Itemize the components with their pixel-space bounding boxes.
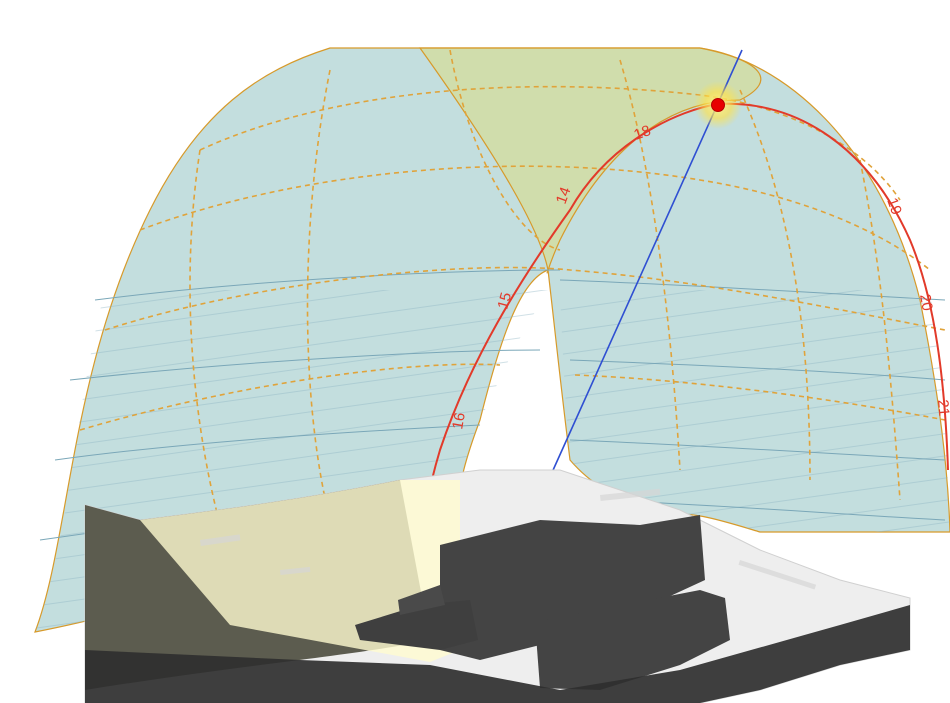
dashed-grid — [79, 49, 946, 561]
hour-label-20: 20 — [916, 293, 936, 312]
terrain-base — [85, 605, 910, 703]
hour-label-16: 16 — [449, 411, 469, 430]
summer-band — [418, 47, 762, 274]
hour-label-14: 14 — [553, 185, 575, 206]
building-left — [355, 600, 478, 650]
building-main — [440, 515, 705, 660]
building-lower — [535, 590, 730, 690]
sun-marker[interactable] — [711, 98, 725, 112]
hour-label-18: 18 — [632, 122, 653, 144]
hour-label-21: 21 — [934, 399, 950, 417]
sun-arc-right — [717, 102, 949, 471]
building-step — [398, 585, 445, 615]
hour-label-19: 19 — [883, 196, 905, 217]
dome-hatch-right — [560, 290, 950, 532]
hour-label-15: 15 — [494, 291, 515, 312]
terrain-details — [200, 488, 817, 590]
